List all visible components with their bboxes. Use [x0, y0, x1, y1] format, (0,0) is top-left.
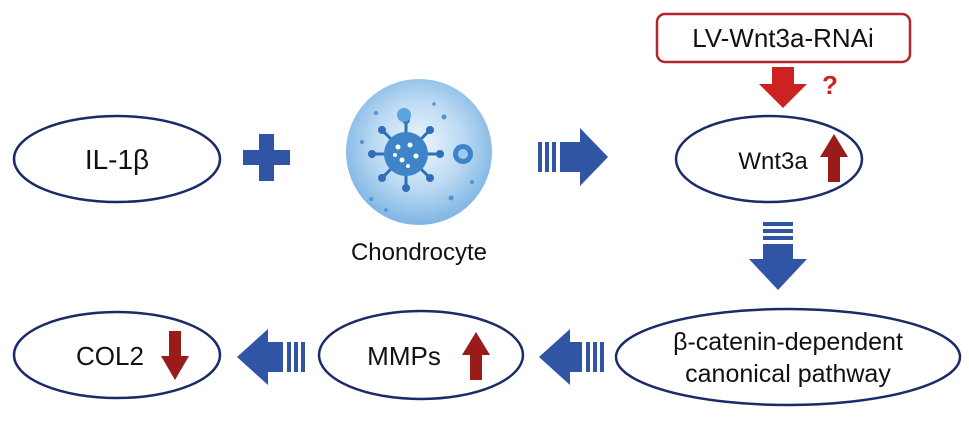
rnai-box: LV-Wnt3a-RNAi: [655, 12, 912, 64]
down-arrow-icon: [161, 331, 189, 380]
col2-node: COL2: [12, 310, 222, 400]
il1b-label: IL-1β: [85, 144, 149, 175]
arrow-to-col2: [237, 329, 305, 385]
rnai-label: LV-Wnt3a-RNAi: [692, 23, 874, 53]
arrow-to-pathway: [749, 222, 807, 290]
plus-icon: [243, 134, 290, 181]
col2-label: COL2: [76, 341, 144, 371]
wnt3a-node: Wnt3a: [674, 114, 864, 204]
pathway-label-line2: canonical pathway: [685, 360, 891, 388]
mmps-node: MMPs: [317, 309, 525, 401]
il1b-node: IL-1β: [12, 114, 222, 204]
chondrocyte-label: Chondrocyte: [351, 239, 487, 266]
arrow-to-mmps: [539, 329, 604, 385]
arrow-to-wnt3a: [538, 128, 608, 186]
up-arrow-icon: [820, 134, 848, 182]
mmps-label: MMPs: [367, 341, 441, 371]
wnt3a-label: Wnt3a: [738, 148, 808, 175]
pathway-label-line1: β-catenin-dependent: [673, 328, 903, 356]
question-mark: ?: [822, 70, 838, 100]
up-arrow-icon: [462, 332, 490, 380]
inhibit-arrow: [759, 67, 807, 108]
pathway-node: β-catenin-dependent canonical pathway: [614, 307, 962, 407]
chondrocyte-cell-icon: Chondrocyte: [346, 79, 492, 266]
